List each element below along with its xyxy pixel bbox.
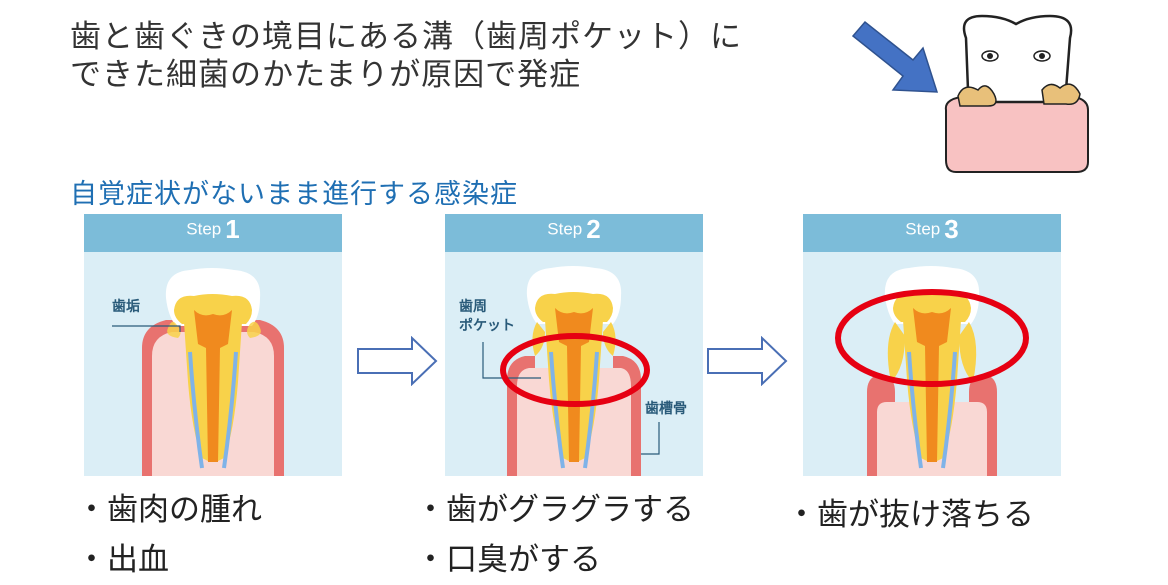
step-word: Step <box>547 219 583 239</box>
sick-tooth-icon <box>944 14 1089 173</box>
next-step-arrow-icon <box>357 336 438 386</box>
step-number: 2 <box>586 214 601 244</box>
step-number: 3 <box>944 214 959 244</box>
tooth-diagram-step-2 <box>482 266 660 476</box>
subtitle: 自覚症状がないまま進行する感染症 <box>70 179 518 210</box>
label-alveolar-bone: 歯槽骨 <box>645 401 687 417</box>
next-step-arrow-icon <box>707 336 788 386</box>
symptom-item: ・歯肉の腫れ <box>76 492 262 528</box>
highlight-ring <box>835 289 1029 387</box>
step-number: 1 <box>225 214 240 244</box>
tooth-diagram-step-1 <box>112 268 284 476</box>
intro-text: 歯と歯ぐきの境目にある溝（歯周ポケット）に できた細菌のかたまりが原因で発症 <box>70 18 850 94</box>
label-line: 歯周 <box>459 299 487 315</box>
intro-line-2: できた細菌のかたまりが原因で発症 <box>70 57 582 93</box>
label-line: ポケット <box>459 318 515 334</box>
tooth-diagram-step-3 <box>835 266 1029 476</box>
label-periodontal-pocket: 歯周 ポケット <box>459 298 515 336</box>
symptom-item: ・歯が抜け落ちる <box>786 497 1034 533</box>
step-word: Step <box>186 219 222 239</box>
pointer-arrow-icon <box>851 20 939 93</box>
step-1-symptoms: ・歯肉の腫れ ・出血 <box>76 485 262 585</box>
symptom-item: ・出血 <box>76 542 169 578</box>
step-word: Step <box>905 219 941 239</box>
label-plaque: 歯垢 <box>112 299 140 315</box>
intro-line-1: 歯と歯ぐきの境目にある溝（歯周ポケット）に <box>70 19 742 55</box>
symptom-item: ・口臭がする <box>415 542 601 578</box>
step-3-symptoms: ・歯が抜け落ちる <box>786 490 1034 540</box>
symptom-item: ・歯がグラグラする <box>415 492 694 528</box>
highlight-ring <box>500 333 650 407</box>
step-2-symptoms: ・歯がグラグラする ・口臭がする <box>415 485 694 585</box>
